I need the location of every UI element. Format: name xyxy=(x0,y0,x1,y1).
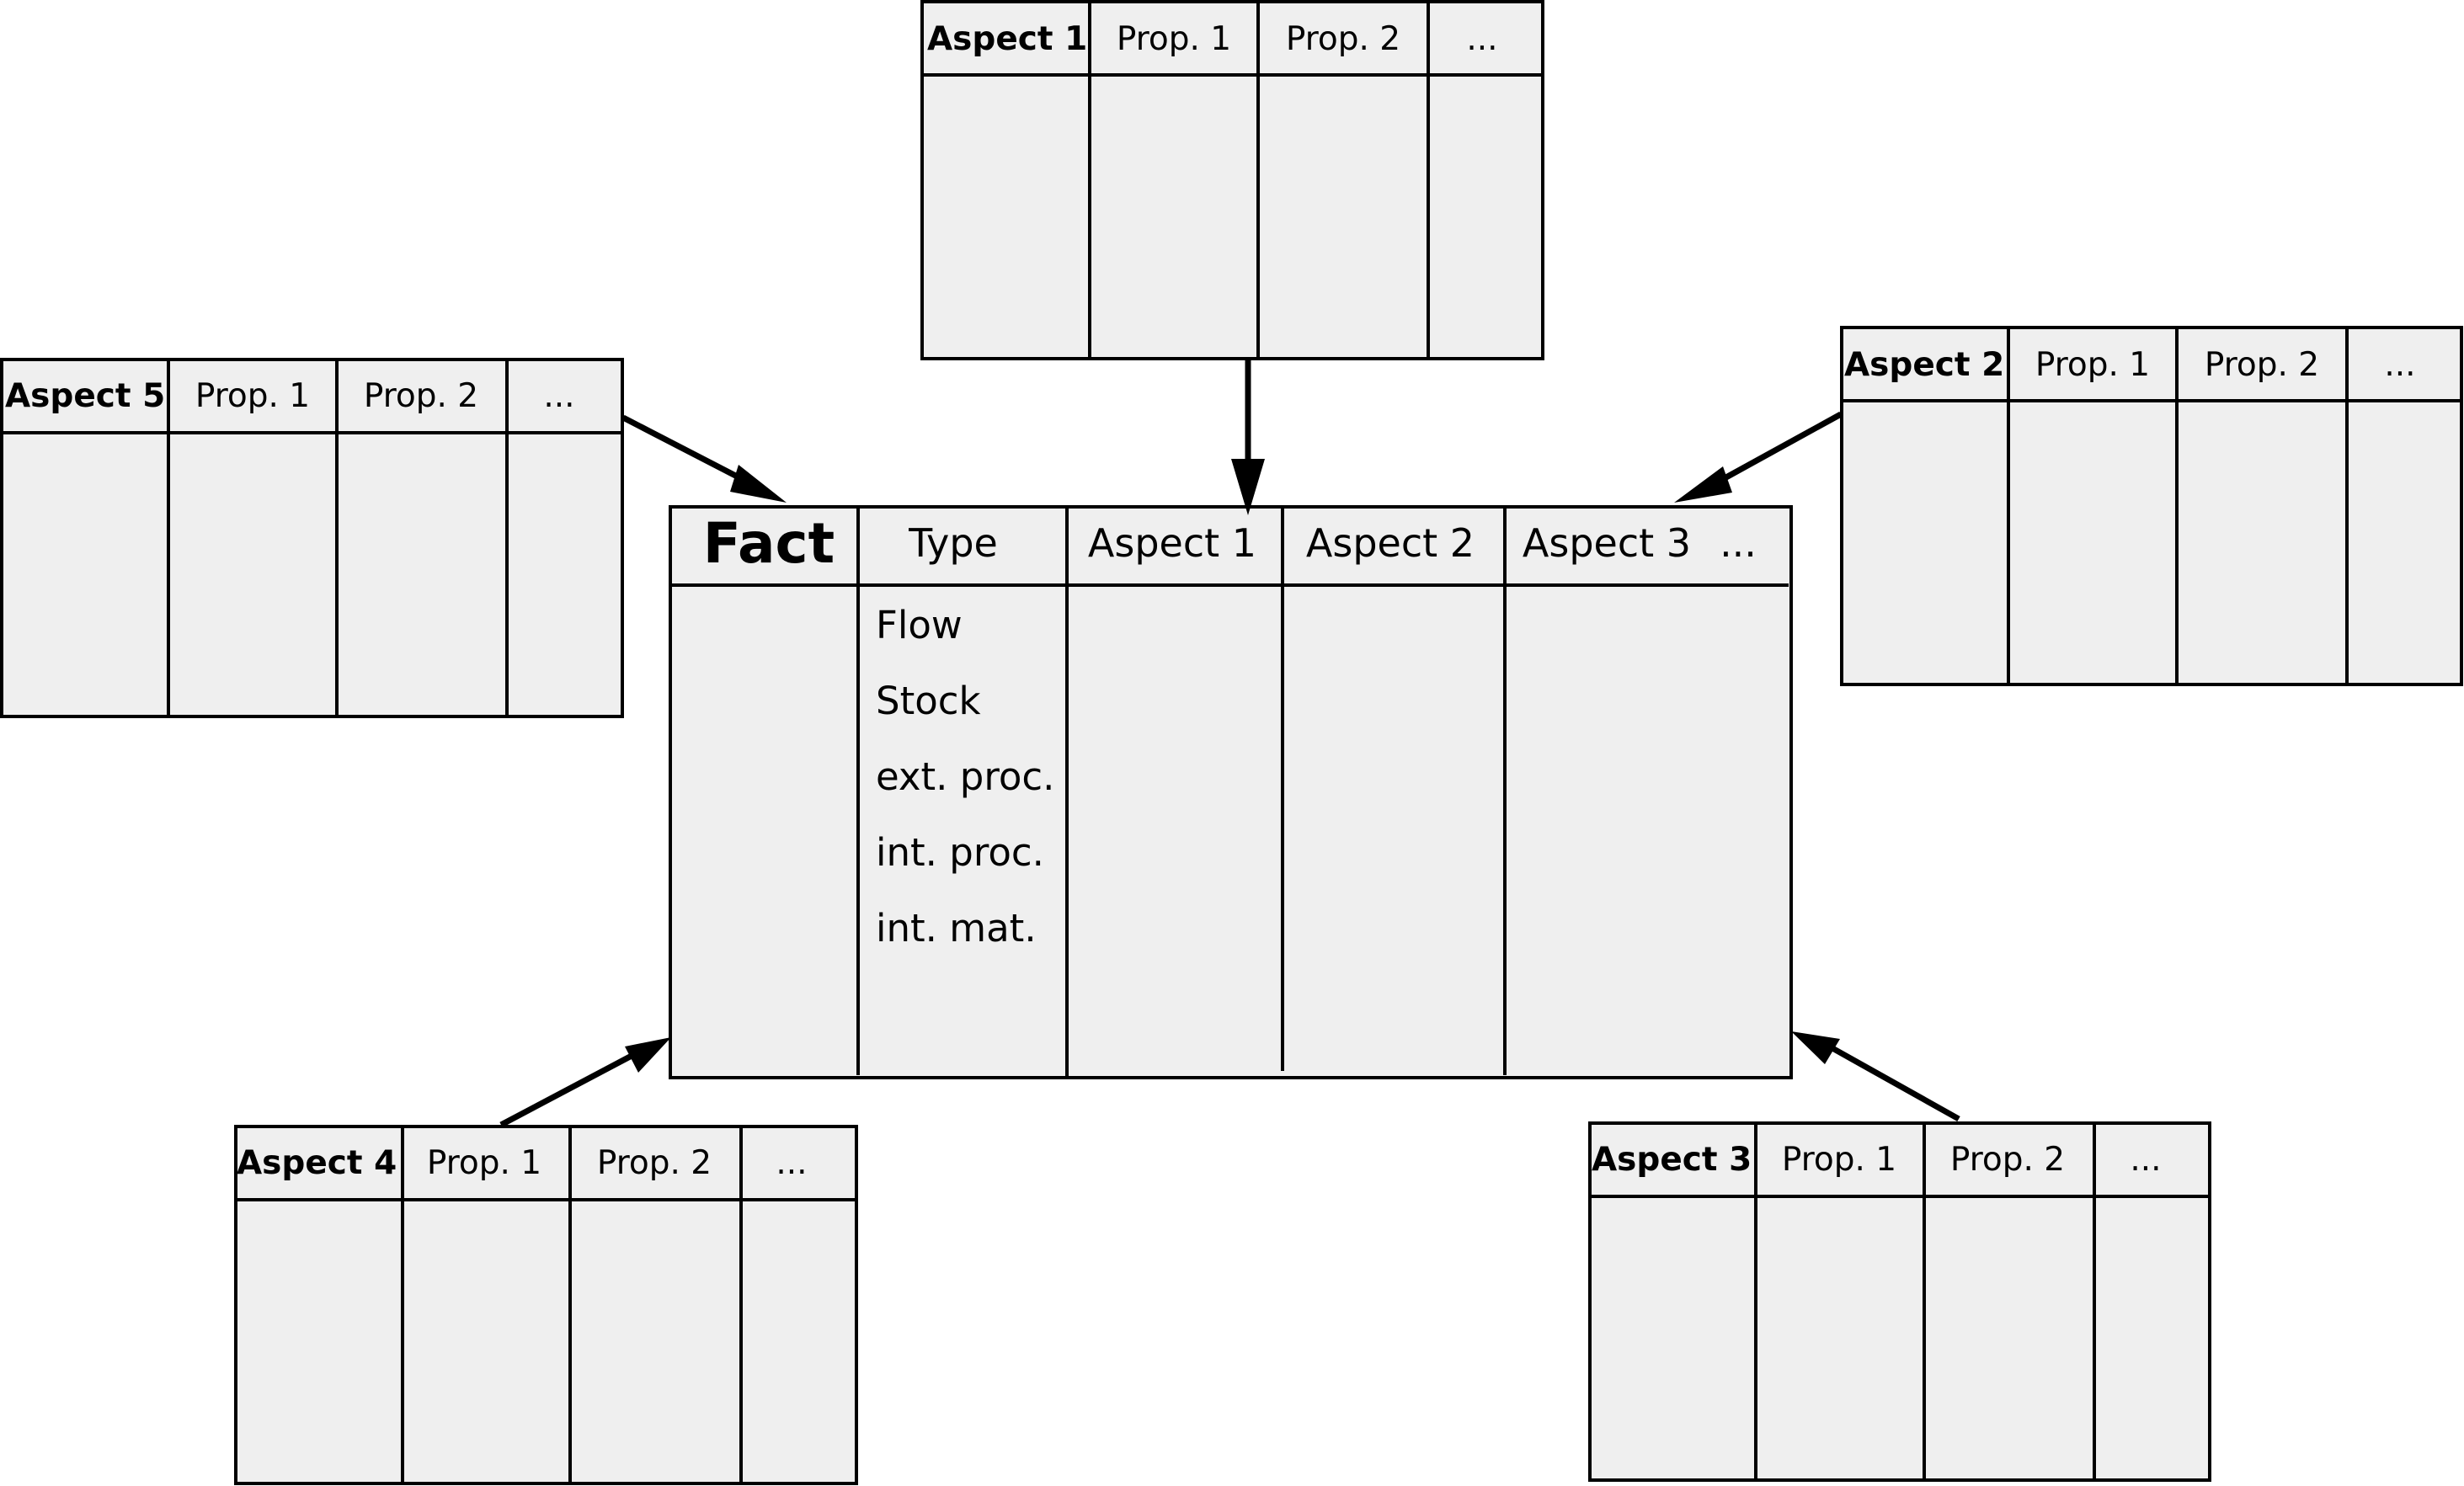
column-header: ... xyxy=(776,1144,807,1182)
column-header: ... xyxy=(1466,20,1497,58)
dimension-table-aspect-2: Aspect 2 Prop. 1 Prop. 2 ... xyxy=(1840,326,2463,686)
column-header: Prop. 1 xyxy=(1117,20,1231,58)
arrow-aspect-5-to-fact xyxy=(621,414,787,503)
fact-title: Fact xyxy=(703,511,835,576)
dimension-table-aspect-1: Aspect 1 Prop. 1 Prop. 2 ... xyxy=(920,0,1544,360)
column-header: ... xyxy=(2384,346,2415,384)
column-header: Prop. 2 xyxy=(364,377,478,415)
type-value: Flow xyxy=(876,603,963,647)
column-header: Prop. 1 xyxy=(195,377,310,415)
column-header: Prop. 1 xyxy=(1782,1141,1896,1179)
type-value: int. proc. xyxy=(876,830,1044,875)
arrow-aspect-4-to-fact xyxy=(499,1037,671,1128)
fact-column-header: Aspect 1 xyxy=(1088,520,1256,566)
fact-column-header: Type xyxy=(908,520,998,566)
dimension-title: Aspect 2 xyxy=(1844,346,2004,384)
dimension-table-aspect-3: Aspect 3 Prop. 1 Prop. 2 ... xyxy=(1588,1121,2211,1482)
column-header: ... xyxy=(2130,1141,2161,1179)
column-header: Prop. 1 xyxy=(427,1144,541,1182)
dimension-title: Aspect 4 xyxy=(237,1144,397,1182)
dimension-title: Aspect 3 xyxy=(1592,1141,1752,1179)
column-header: Prop. 2 xyxy=(597,1144,712,1182)
arrow-aspect-1-to-fact xyxy=(1231,360,1265,515)
column-header: Prop. 2 xyxy=(2205,346,2319,384)
column-header: Prop. 1 xyxy=(2035,346,2150,384)
arrow-aspect-2-to-fact xyxy=(1674,411,1843,503)
column-header: Prop. 2 xyxy=(1950,1141,2065,1179)
dimension-table-aspect-5: Aspect 5 Prop. 1 Prop. 2 ... xyxy=(0,358,624,718)
type-value: Stock xyxy=(876,679,981,723)
fact-table: Fact Type Aspect 1 Aspect 2 Aspect 3 ...… xyxy=(669,505,1793,1079)
fact-column-header: Aspect 2 xyxy=(1306,520,1475,566)
type-value: int. mat. xyxy=(876,906,1037,951)
type-value: ext. proc. xyxy=(876,754,1054,799)
column-header: ... xyxy=(543,377,574,415)
fact-column-header: ... xyxy=(1720,520,1757,566)
fact-column-header: Aspect 3 xyxy=(1523,520,1691,566)
dimension-title: Aspect 1 xyxy=(927,20,1087,58)
dimension-title: Aspect 5 xyxy=(5,377,165,415)
arrow-aspect-3-to-fact xyxy=(1791,1031,1960,1122)
dimension-table-aspect-4: Aspect 4 Prop. 1 Prop. 2 ... xyxy=(234,1125,858,1485)
column-header: Prop. 2 xyxy=(1286,20,1400,58)
